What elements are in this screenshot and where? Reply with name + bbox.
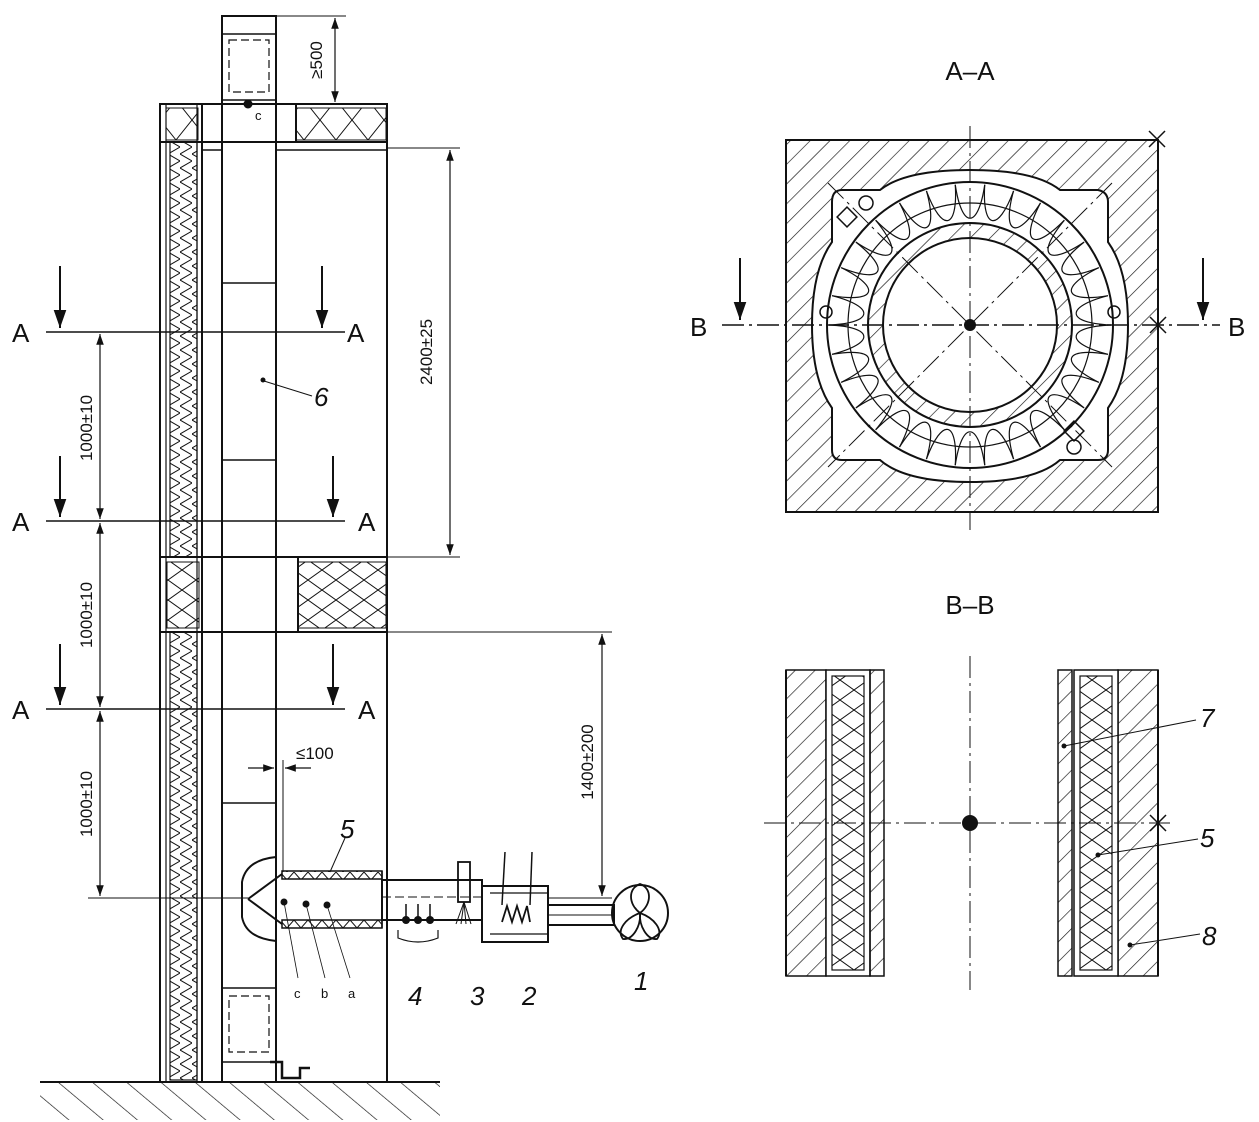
- insulation-petal: [983, 184, 1015, 222]
- insulation-petal: [954, 431, 986, 466]
- insulation-petal: [898, 190, 932, 229]
- callout-5b: 5: [1200, 823, 1215, 853]
- cut-b-right: B: [1228, 312, 1245, 342]
- intermediate-floor: [160, 556, 388, 633]
- insulation-petal: [1008, 190, 1042, 229]
- point-b-label: b: [321, 986, 328, 1001]
- callout-3: 3: [470, 981, 485, 1011]
- point-c-label: c: [294, 986, 301, 1001]
- insulation-petal: [875, 410, 911, 448]
- cut-a-left-1: A: [12, 318, 30, 348]
- cut-a-left-2: A: [12, 507, 30, 537]
- insulation-ring: [828, 184, 1112, 466]
- thermocouple-group-icon: [397, 904, 439, 943]
- callout-1: 1: [634, 966, 648, 996]
- insulation-petal: [1047, 219, 1085, 256]
- insulation-petal: [1061, 241, 1100, 276]
- insulation-petal: [840, 241, 879, 276]
- insulation-petal: [831, 267, 870, 299]
- insulation-petal: [898, 421, 932, 460]
- cut-a-left-3: A: [12, 695, 30, 725]
- callout-8: 8: [1202, 921, 1217, 951]
- dimension-lines: [88, 15, 612, 899]
- section-bb-view: [764, 656, 1201, 990]
- cut-b-left: B: [690, 312, 707, 342]
- burner-icon: [501, 851, 533, 926]
- sampling-probe-icon: [455, 861, 472, 925]
- insulation-petal: [925, 428, 957, 466]
- callout-5: 5: [340, 814, 355, 844]
- fan-icon: [611, 883, 669, 942]
- point-a-label: a: [348, 986, 356, 1001]
- insulation-petal: [855, 219, 893, 256]
- insulation-petal: [1070, 351, 1109, 383]
- callout-2: 2: [521, 981, 537, 1011]
- dim-fire-test-height: 2400±25: [417, 319, 436, 385]
- callout-4: 4: [408, 981, 422, 1011]
- dim-spacing-3: 1000±10: [77, 771, 96, 837]
- insulation-petal: [925, 184, 957, 222]
- dim-gap: ≤100: [296, 744, 334, 763]
- insulation-petal: [1075, 324, 1112, 355]
- ground: [40, 1081, 440, 1120]
- dim-top-clearance: ≥500: [307, 41, 326, 79]
- insulation-petal: [1070, 267, 1109, 299]
- insulation-petal: [1047, 394, 1085, 431]
- insulation-petal: [1061, 374, 1100, 409]
- insulation-petal: [1029, 410, 1065, 448]
- insulation-petal: [828, 295, 865, 326]
- section-aa-view: [722, 126, 1220, 530]
- callout-6: 6: [314, 382, 329, 412]
- top-point-label: c: [255, 108, 262, 123]
- callout-7: 7: [1200, 703, 1216, 733]
- ceiling-slab: [160, 103, 388, 151]
- dim-spacing-1: 1000±10: [77, 395, 96, 461]
- insulation-petal: [828, 324, 865, 355]
- flue-duct: [241, 856, 615, 943]
- chimney-stack: [221, 15, 277, 1083]
- insulation-petal: [875, 202, 911, 240]
- insulation-petal: [831, 351, 870, 383]
- insulation-petal: [840, 374, 879, 409]
- dim-duct-height: 1400±200: [578, 724, 597, 800]
- condensate-trap-icon: [270, 1060, 310, 1080]
- insulation-petal: [1075, 295, 1112, 326]
- insulation-petal: [855, 394, 893, 431]
- section-aa-title: A–A: [945, 56, 995, 86]
- measurement-points: [280, 898, 351, 979]
- insulation-petal: [983, 428, 1015, 466]
- section-bb-title: B–B: [945, 590, 994, 620]
- dim-spacing-2: 1000±10: [77, 582, 96, 648]
- insulation-petal: [1029, 202, 1065, 240]
- section-lines-a: [46, 266, 345, 710]
- insulation-petal: [1008, 421, 1042, 460]
- cut-a-right-3: A: [358, 695, 376, 725]
- insulation-petal: [954, 184, 986, 219]
- cut-a-right-2: A: [358, 507, 376, 537]
- cut-a-right-1: A: [347, 318, 365, 348]
